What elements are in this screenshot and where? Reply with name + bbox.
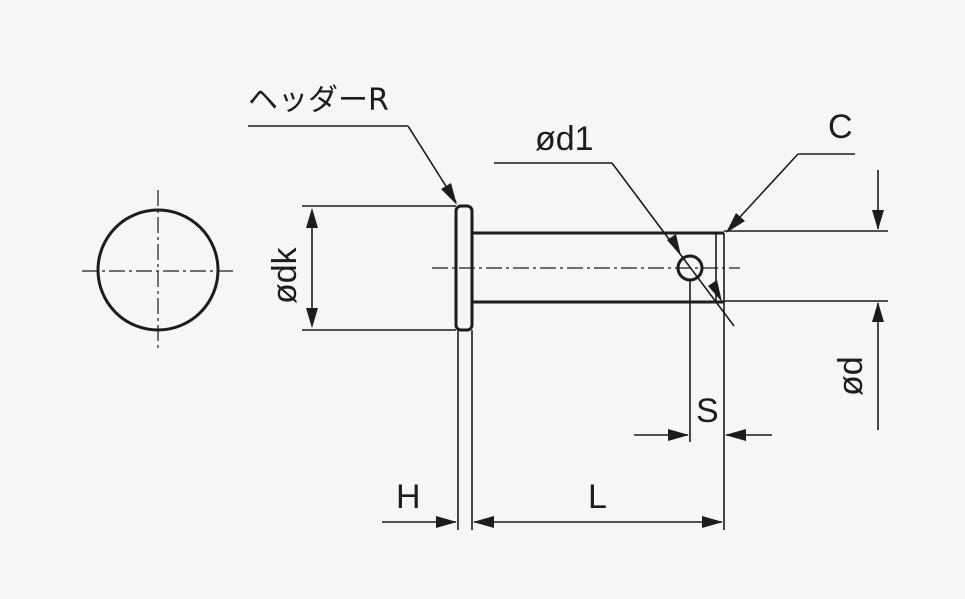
- label-header-r: ヘッダーR: [248, 83, 389, 118]
- dim-l: [473, 516, 723, 528]
- label-d1: ød1: [535, 120, 594, 158]
- dk-arrow-bottom: [306, 308, 318, 328]
- label-c: C: [828, 108, 853, 146]
- dim-d: [872, 170, 884, 430]
- header-r-arrow: [441, 183, 457, 205]
- dk-arrow-top: [306, 208, 318, 228]
- dim-s: [634, 429, 772, 441]
- extension-lines: [302, 205, 888, 530]
- leader-header-r: [248, 125, 457, 205]
- dim-dk: [306, 208, 318, 328]
- dim-h: [382, 516, 457, 528]
- label-s: S: [696, 392, 719, 430]
- end-view: [82, 190, 234, 350]
- d-arrow-top: [872, 210, 884, 230]
- label-d: ød: [832, 356, 870, 396]
- c-arrow: [726, 213, 745, 233]
- side-view: [432, 204, 740, 332]
- d-arrow-bottom: [872, 302, 884, 322]
- label-l: L: [588, 478, 607, 516]
- label-h: H: [396, 478, 421, 516]
- l-arrow-left: [473, 516, 494, 528]
- s-arrow-left: [668, 429, 689, 441]
- label-dk: ødk: [266, 246, 304, 304]
- l-arrow-right: [702, 516, 723, 528]
- s-arrow-right: [725, 429, 746, 441]
- d1-arrow-2: [708, 280, 722, 302]
- leader-c: [726, 153, 855, 233]
- d1-arrow: [667, 234, 681, 256]
- h-arrow: [436, 516, 457, 528]
- leader-d1: [494, 162, 735, 327]
